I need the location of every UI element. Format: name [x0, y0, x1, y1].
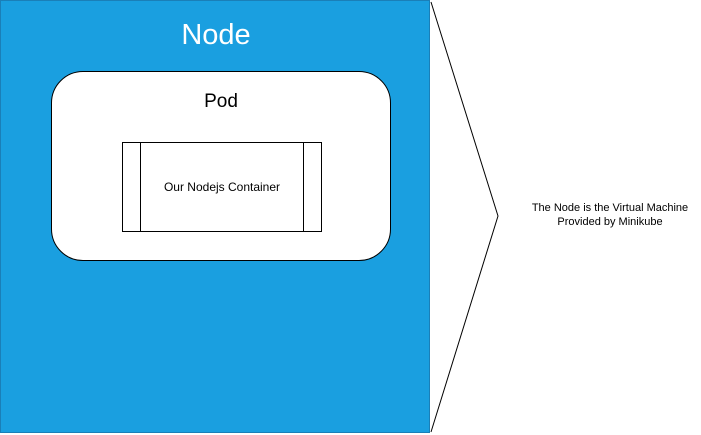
- node-box: Node Pod Our Nodejs Container: [0, 0, 430, 433]
- node-title: Node: [181, 19, 251, 51]
- pod-box: Pod Our Nodejs Container: [51, 71, 391, 261]
- container-box: Our Nodejs Container: [122, 142, 322, 232]
- container-right-bar: [303, 143, 321, 231]
- callout-brace-line: [430, 1, 499, 433]
- container-label: Our Nodejs Container: [163, 180, 281, 194]
- pod-title: Pod: [204, 91, 238, 112]
- callout-line-2: Provided by Minikube: [557, 216, 663, 228]
- callout-text: The Node is the Virtual Machine Provided…: [510, 201, 701, 229]
- callout-line-1: The Node is the Virtual Machine: [531, 202, 689, 214]
- container-left-bar: [123, 143, 141, 231]
